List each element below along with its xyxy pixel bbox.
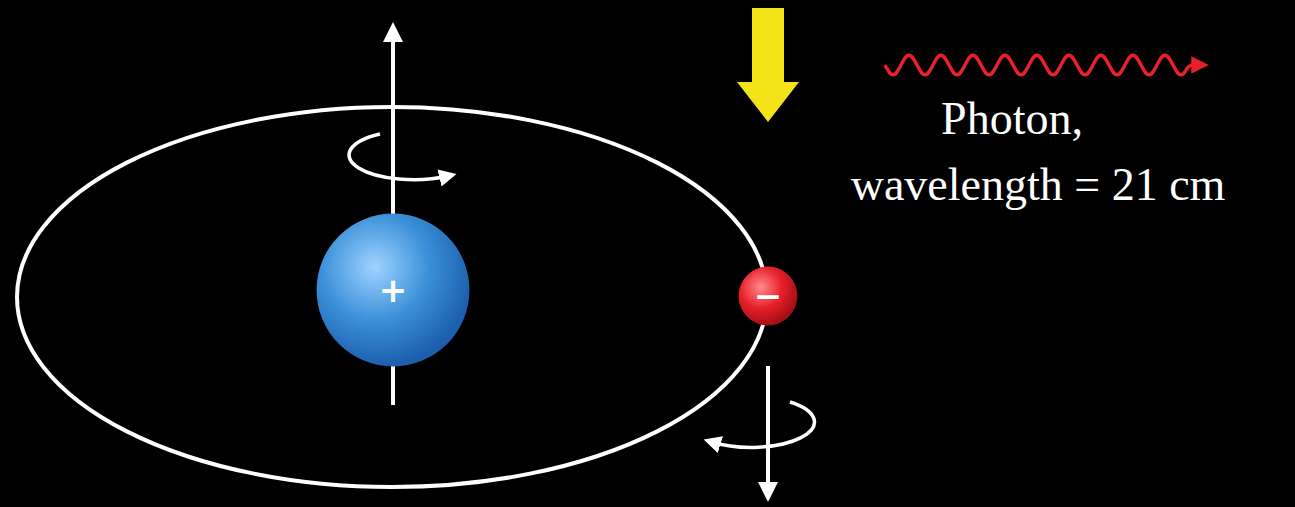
transition-arrow: [737, 8, 799, 122]
proton-circle: +: [315, 212, 471, 368]
electron-rotation-arrow: [712, 402, 814, 447]
photon-label: Photon,: [941, 94, 1083, 145]
photon-label: wavelength = 21 cm: [851, 160, 1226, 211]
electron-circle: −: [738, 266, 798, 326]
proton-rotation-arrow: [349, 134, 448, 180]
charge-sign: +: [379, 273, 408, 307]
charge-sign: −: [754, 279, 783, 313]
circle-fill: [739, 267, 798, 326]
circle-fill: [317, 214, 470, 367]
electron-spin-axis: [766, 366, 770, 492]
photon-wave: [885, 55, 1200, 74]
